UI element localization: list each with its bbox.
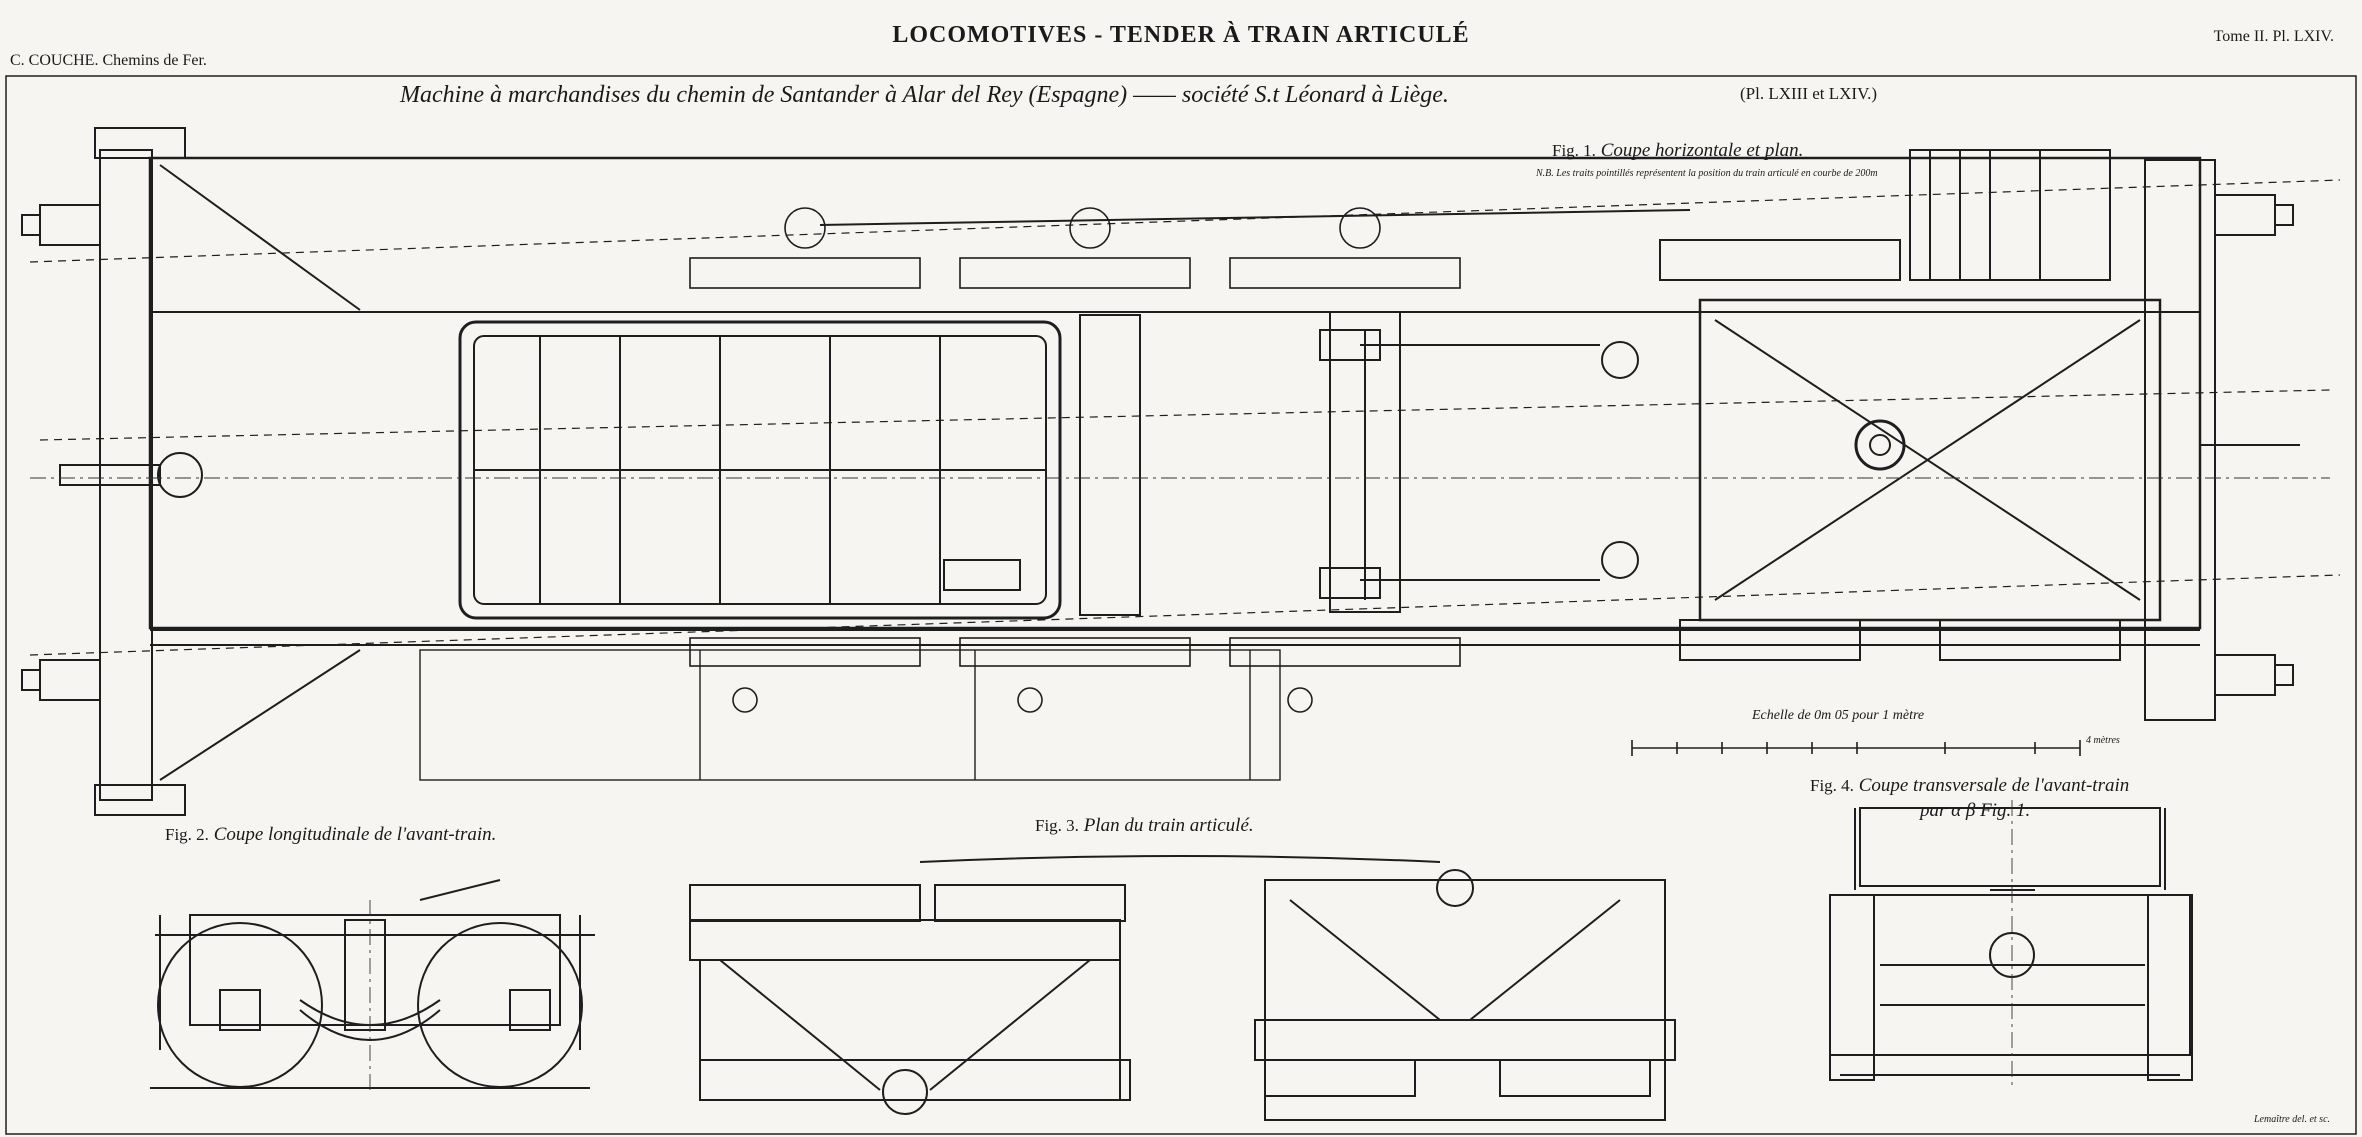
plate-number: Tome II. Pl. LXIV. [2213, 28, 2334, 45]
scale-bar [1631, 740, 2081, 756]
fig4-caption-line2: par α β Fig. 1. [1920, 800, 2031, 821]
publication-title: C. COUCHE. Chemins de Fer. [10, 52, 207, 69]
fig1-note: N.B. Les traits pointillés représentent … [1536, 168, 1878, 179]
plate-references: (Pl. LXIII et LXIV.) [1740, 84, 1878, 103]
fig1-caption-text: Coupe horizontale et plan. [1600, 140, 1804, 161]
fig3-caption: Fig. 3. Plan du train articulé. [1035, 815, 1254, 837]
fig4-caption: Fig. 4. Coupe transversale de l'avant-tr… [1810, 775, 2129, 797]
fig3-caption-text: Plan du train articulé. [1083, 815, 1254, 836]
plate-header: C. COUCHE. Chemins de Fer. LOCOMOTIVES -… [0, 0, 2362, 70]
fig2-number: Fig. 2. [165, 825, 209, 844]
fig1-caption: Fig. 1. Coupe horizontale et plan. [1552, 140, 1803, 162]
fig4-number: Fig. 4. [1810, 776, 1854, 795]
fig2-caption: Fig. 2. Coupe longitudinale de l'avant-t… [165, 824, 496, 846]
fig4-transverse-section [1829, 807, 2193, 1081]
scale-unit: 4 mètres [2086, 735, 2120, 746]
fig3-number: Fig. 3. [1035, 816, 1079, 835]
plate-title: LOCOMOTIVES - TENDER À TRAIN ARTICULÉ [892, 22, 1470, 48]
scale-label: Echelle de 0m 05 pour 1 mètre [1752, 708, 1925, 723]
fig1-number: Fig. 1. [1552, 141, 1596, 160]
fig2-caption-text: Coupe longitudinale de l'avant-train. [213, 824, 497, 845]
plate-subtitle: Machine à marchandises du chemin de Sant… [400, 82, 1449, 108]
fig2-longitudinal-section [150, 879, 595, 1089]
engraver-signature: Lemaître del. et sc. [2254, 1114, 2331, 1125]
fig4-caption-text: Coupe transversale de l'avant-train [1858, 775, 2130, 796]
fig3-articulated-train-plan [689, 855, 1676, 1121]
fig1-plan-view [21, 127, 2300, 816]
plate-frame [5, 75, 2357, 1135]
